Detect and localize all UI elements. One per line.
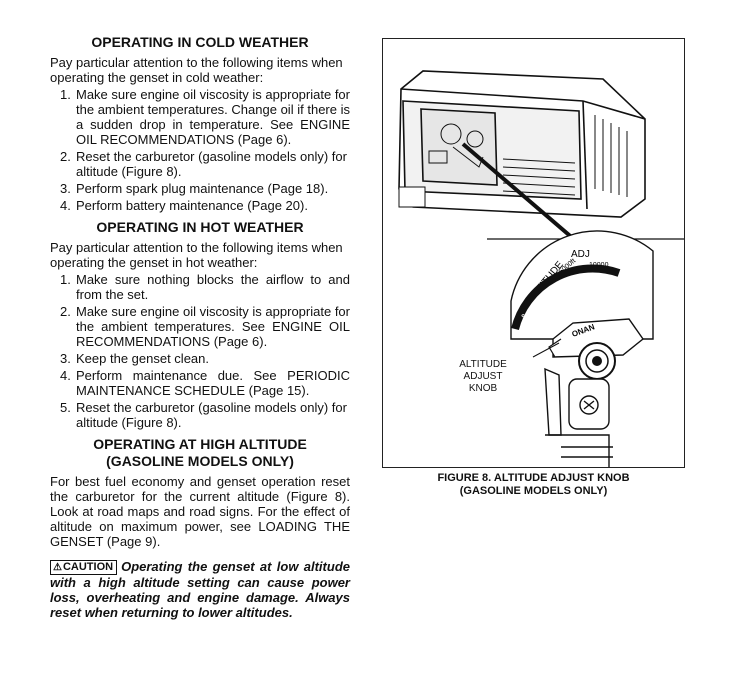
hot-intro: Pay particular attention to the followin… xyxy=(50,240,343,270)
list-item: 5.Reset the carburetor (gasoline models … xyxy=(60,400,347,430)
front-louvres xyxy=(502,158,576,196)
heading-cold-weather: OPERATING IN COLD WEATHER xyxy=(91,34,309,50)
list-item: 2.Make sure engine oil viscosity is appr… xyxy=(60,304,350,349)
dial-label-adj: ADJ xyxy=(571,249,590,260)
altitude-dial: ALTITUDE ADJ 5000ft 10000 S.L. 2 4 6 8 1… xyxy=(510,230,654,340)
genset-illustration: ALTITUDE ADJ 5000ft 10000 S.L. 2 4 6 8 1… xyxy=(398,70,684,467)
list-item: 4.Perform maintenance due. See PERIODIC … xyxy=(60,368,350,398)
text-column: OPERATING IN COLD WEATHER Pay particular… xyxy=(50,34,350,633)
figure-caption: FIGURE 8. ALTITUDE ADJUST KNOB (GASOLINE… xyxy=(437,472,630,497)
list-item: 2.Reset the carburetor (gasoline models … xyxy=(60,149,347,179)
warning-triangle-icon: ⚠ xyxy=(53,562,62,573)
hot-list: 1.Make sure nothing blocks the airflow t… xyxy=(50,272,350,430)
altitude-adjust-knob: ONAN xyxy=(548,318,644,380)
list-item: 3.Keep the genset clean. xyxy=(60,351,209,366)
housing-vents xyxy=(594,115,628,197)
altitude-body: For best fuel economy and genset operati… xyxy=(50,474,350,549)
list-item: 3.Perform spark plug maintenance (Page 1… xyxy=(60,181,329,196)
heading-hot-weather: OPERATING IN HOT WEATHER xyxy=(96,219,304,235)
heading-high-altitude: OPERATING AT HIGH ALTITUDE (GASOLINE MOD… xyxy=(93,436,307,469)
carburetor-linkage xyxy=(544,367,613,467)
knob-label: ALTITUDE ADJUST KNOB xyxy=(459,359,507,394)
caution-badge: ⚠CAUTION xyxy=(50,560,118,575)
figure-8-box: ALTITUDE ADJ 5000ft 10000 S.L. 2 4 6 8 1… xyxy=(382,38,685,468)
knob-pointer-line xyxy=(532,342,560,358)
list-item: 4.Perform battery maintenance (Page 20). xyxy=(60,198,308,213)
cold-intro: Pay particular attention to the followin… xyxy=(50,55,343,85)
list-item: 1.Make sure nothing blocks the airflow t… xyxy=(60,272,350,302)
list-item: 1.Make sure engine oil viscosity is appr… xyxy=(60,87,350,147)
cold-list: 1.Make sure engine oil viscosity is appr… xyxy=(50,87,350,213)
genset-housing xyxy=(398,70,646,218)
